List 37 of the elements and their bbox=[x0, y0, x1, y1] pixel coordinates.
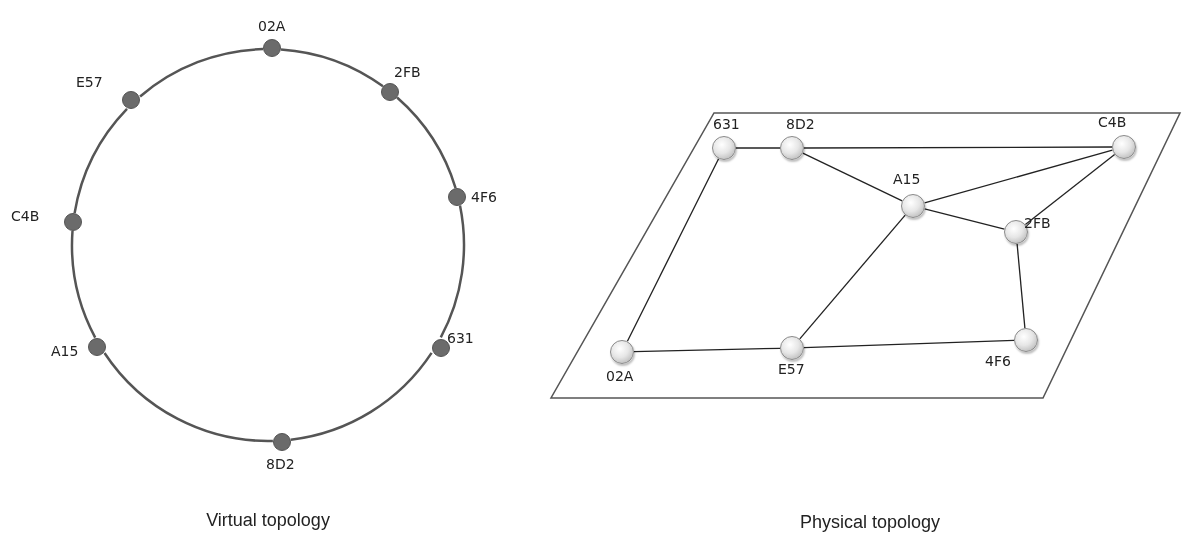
link-line bbox=[923, 208, 1006, 230]
node-label: 631 bbox=[447, 330, 474, 346]
link-line bbox=[626, 158, 720, 342]
link-line bbox=[439, 205, 466, 338]
node-label: C4B bbox=[11, 208, 40, 224]
link-line bbox=[1024, 153, 1116, 226]
link-line bbox=[803, 339, 1015, 349]
diagram-caption: Physical topology bbox=[799, 512, 941, 533]
node-label: C4B bbox=[1098, 114, 1127, 130]
link-line bbox=[1016, 243, 1026, 329]
link-line bbox=[139, 47, 264, 98]
node-label: 8D2 bbox=[266, 456, 295, 472]
node-label: 4F6 bbox=[471, 189, 497, 205]
node-label: 2FB bbox=[394, 64, 421, 80]
node-label: A15 bbox=[893, 171, 921, 187]
node-label: E57 bbox=[778, 361, 805, 377]
link-line bbox=[633, 347, 781, 353]
link-line bbox=[923, 149, 1114, 204]
node-label: 4F6 bbox=[985, 353, 1011, 369]
link-line bbox=[803, 146, 1113, 149]
node-label: E57 bbox=[76, 74, 103, 90]
node-label: 2FB bbox=[1024, 215, 1051, 231]
link-line bbox=[396, 96, 457, 189]
link-line bbox=[103, 352, 273, 443]
node-label: 02A bbox=[606, 368, 634, 384]
node-label: A15 bbox=[51, 343, 79, 359]
diagram-caption: Virtual topology bbox=[206, 510, 330, 531]
node-label: 8D2 bbox=[786, 116, 815, 132]
link-line bbox=[802, 152, 903, 202]
link-line bbox=[290, 352, 433, 441]
node-label: 631 bbox=[713, 116, 740, 132]
link-line bbox=[280, 48, 384, 88]
node-label: 02A bbox=[258, 18, 286, 34]
link-line bbox=[70, 230, 97, 339]
link-line bbox=[73, 108, 128, 214]
link-line bbox=[735, 147, 781, 149]
link-line bbox=[799, 214, 906, 340]
